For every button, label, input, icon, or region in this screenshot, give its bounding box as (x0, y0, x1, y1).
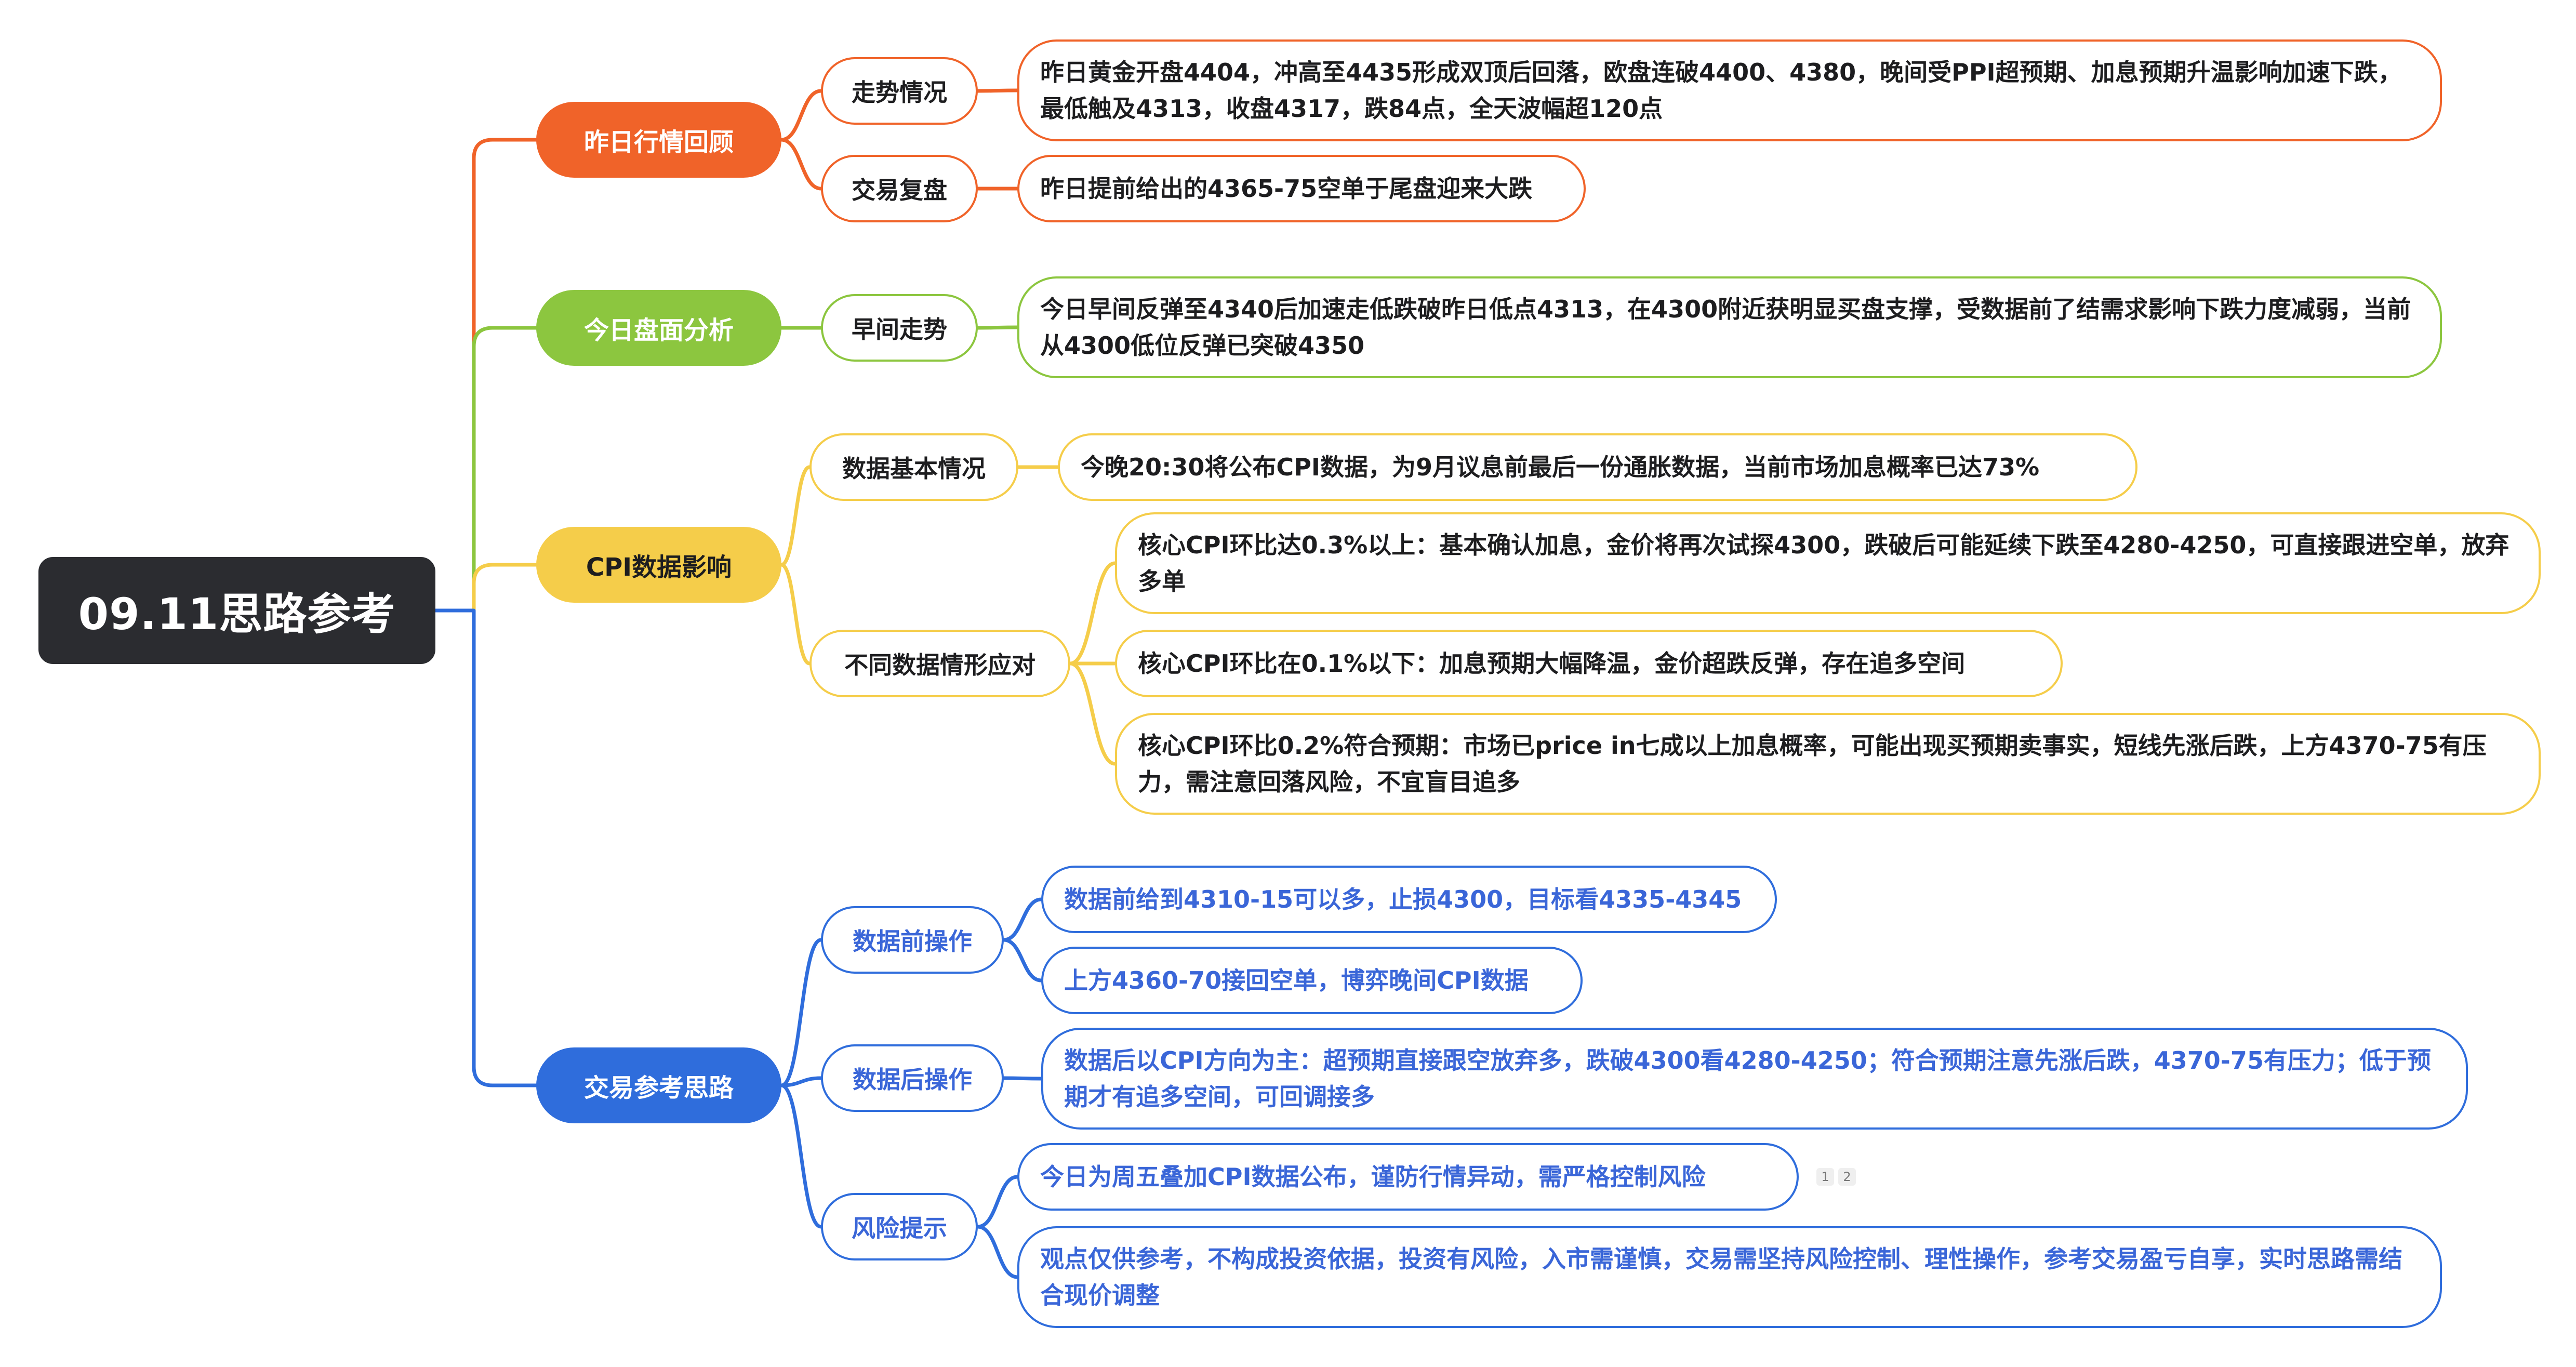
detail-text: 观点仅供参考，不构成投资依据，投资有风险，入市需谨慎，交易需坚持风险控制、理性操… (1040, 1245, 2402, 1309)
branch-to-topic-line (779, 1076, 823, 1087)
topic-to-detail-line (976, 1225, 1019, 1279)
topic-to-detail-line (976, 88, 1019, 93)
detail-scenario-dovish[interactable]: 核心CPI环比在0.1%以下：加息预期大幅降温，金价超跌反弹，存在追多空间 (1115, 630, 2063, 697)
detail-trend[interactable]: 昨日黄金开盘4404，冲高至4435形成双顶后回落，欧盘连破4400、4380，… (1017, 39, 2442, 141)
topic-to-detail-line (1002, 938, 1043, 983)
branch-trading-ideas[interactable]: 交易参考思路 (536, 1047, 781, 1123)
detail-text: 昨日黄金开盘4404，冲高至4435形成双顶后回落，欧盘连破4400、4380，… (1040, 58, 2402, 123)
detail-text: 今日为周五叠加CPI数据公布，谨防行情异动，需严格控制风险 (1040, 1163, 1706, 1191)
branch-cpi-impact[interactable]: CPI数据影响 (536, 527, 781, 603)
topic-pre-data-ops[interactable]: 数据前操作 (821, 906, 1004, 974)
detail-pre-data-short[interactable]: 上方4360-70接回空单，博弈晚间CPI数据 (1041, 947, 1583, 1014)
topic-risk-warning[interactable]: 风险提示 (821, 1193, 978, 1260)
topic-trade-review[interactable]: 交易复盘 (821, 155, 978, 222)
detail-text: 数据后以CPI方向为主：超预期直接跟空放弃多，跌破4300看4280-4250；… (1064, 1046, 2431, 1111)
detail-scenario-neutral[interactable]: 核心CPI环比0.2%符合预期：市场已price in七成以上加息概率，可能出现… (1115, 713, 2541, 815)
topic-to-detail-line (976, 325, 1019, 330)
topic-to-detail-line (1068, 661, 1117, 766)
root-node[interactable]: 09.11思路参考 (38, 557, 435, 664)
detail-text: 核心CPI环比0.2%符合预期：市场已price in七成以上加息概率，可能出现… (1138, 732, 2487, 796)
detail-pre-data-long[interactable]: 数据前给到4310-15可以多，止损4300，目标看4335-4345 (1041, 866, 1777, 933)
detail-text: 昨日提前给出的4365-75空单于尾盘迎来大跌 (1040, 175, 1533, 203)
topic-to-detail-line (1068, 561, 1117, 666)
detail-trade-review[interactable]: 昨日提前给出的4365-75空单于尾盘迎来大跌 (1017, 155, 1586, 222)
branch-to-topic-line (779, 465, 812, 567)
branch-to-topic-line (779, 138, 823, 191)
branch-today-analysis[interactable]: 今日盘面分析 (536, 290, 781, 366)
detail-disclaimer[interactable]: 观点仅供参考，不构成投资依据，投资有风险，入市需谨慎，交易需坚持风险控制、理性操… (1017, 1226, 2442, 1328)
branch-to-topic-line (779, 563, 812, 666)
branch-yesterday-review[interactable]: 昨日行情回顾 (536, 102, 781, 178)
detail-morning-trend[interactable]: 今日早间反弹至4340后加速走低跌破昨日低点4313，在4300附近获明显买盘支… (1017, 276, 2442, 378)
branch-to-topic-line (779, 938, 823, 1087)
detail-data-basics[interactable]: 今晚20:30将公布CPI数据，为9月议息前最后一份通胀数据，当前市场加息概率已… (1058, 433, 2137, 501)
detail-text: 今晚20:30将公布CPI数据，为9月议息前最后一份通胀数据，当前市场加息概率已… (1081, 453, 2040, 481)
detail-risk-friday[interactable]: 今日为周五叠加CPI数据公布，谨防行情异动，需严格控制风险 (1017, 1143, 1799, 1211)
root-to-branch-line (433, 326, 538, 613)
detail-post-data[interactable]: 数据后以CPI方向为主：超预期直接跟空放弃多，跌破4300看4280-4250；… (1041, 1028, 2468, 1130)
footnote-marker[interactable]: 2 (1838, 1168, 1856, 1186)
topic-to-detail-line (1002, 897, 1043, 942)
branch-to-topic-line (779, 89, 823, 142)
topic-scenario-response[interactable]: 不同数据情形应对 (809, 630, 1070, 697)
topic-trend[interactable]: 走势情况 (821, 57, 978, 125)
topic-data-basics[interactable]: 数据基本情况 (809, 433, 1018, 501)
branch-to-topic-line (779, 1083, 823, 1229)
root-to-branch-line (433, 608, 538, 1087)
detail-text: 核心CPI环比达0.3%以上：基本确认加息，金价将再次试探4300，跌破后可能延… (1138, 531, 2509, 595)
detail-text: 今日早间反弹至4340后加速走低跌破昨日低点4313，在4300附近获明显买盘支… (1040, 295, 2411, 360)
detail-scenario-hawkish[interactable]: 核心CPI环比达0.3%以上：基本确认加息，金价将再次试探4300，跌破后可能延… (1115, 512, 2541, 614)
detail-text: 核心CPI环比在0.1%以下：加息预期大幅降温，金价超跌反弹，存在追多空间 (1138, 649, 1966, 678)
root-to-branch-line (433, 138, 538, 613)
footnote-marker[interactable]: 1 (1816, 1168, 1834, 1186)
root-to-branch-line (433, 563, 538, 613)
topic-morning-trend[interactable]: 早间走势 (821, 294, 978, 362)
topic-post-data-ops[interactable]: 数据后操作 (821, 1044, 1004, 1112)
detail-text: 上方4360-70接回空单，博弈晚间CPI数据 (1064, 966, 1529, 994)
detail-text: 数据前给到4310-15可以多，止损4300，目标看4335-4345 (1064, 885, 1742, 913)
topic-to-detail-line (1002, 1076, 1043, 1081)
footnote-markers: 1 2 (1816, 1168, 1856, 1186)
topic-to-detail-line (976, 1175, 1019, 1229)
